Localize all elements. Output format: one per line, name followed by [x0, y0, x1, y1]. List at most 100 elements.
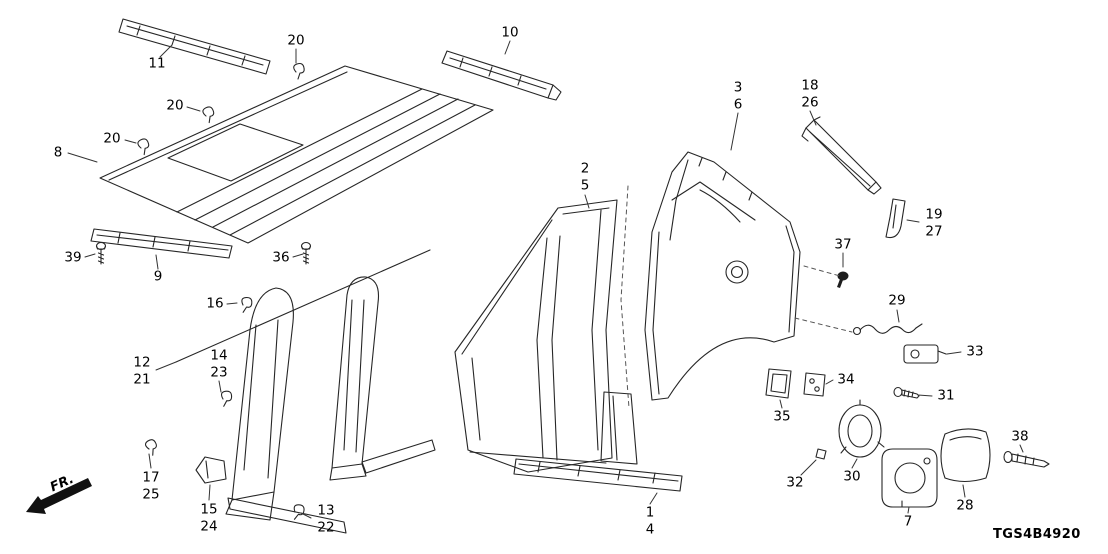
- inner-uniside: [175, 249, 436, 534]
- side-panel-outer: [454, 199, 618, 473]
- callout-17-25-label: 17: [142, 469, 160, 486]
- callout-16-label: 16: [206, 295, 224, 312]
- clip-32: [815, 448, 827, 460]
- callout-36: 36: [272, 250, 289, 267]
- callout-11-label: 11: [148, 55, 166, 72]
- callout-2-5-label: 2: [580, 160, 590, 177]
- callout-39-label: 39: [64, 249, 82, 266]
- callout-28: 28: [956, 498, 973, 515]
- callout-8: 8: [54, 145, 63, 162]
- callout-3-6-label: 6: [733, 96, 743, 112]
- callout-20-c: 20: [103, 131, 120, 148]
- group-dividers: [620, 185, 853, 409]
- front-roof-rail: [118, 18, 271, 75]
- callout-32: 32: [786, 475, 803, 492]
- callout-15-24-label: 24: [200, 518, 218, 534]
- clip-20-a: [293, 62, 305, 80]
- callout-29-label: 29: [888, 292, 906, 309]
- clip-14-23: [218, 389, 234, 408]
- callout-36-label: 36: [272, 249, 290, 266]
- callout-39: 39: [64, 250, 81, 267]
- callout-14-23-label: 23: [210, 364, 228, 380]
- callout-1-4-label: 4: [645, 521, 655, 537]
- callout-3-6-label: 3: [733, 79, 743, 96]
- roof-panel: [99, 65, 494, 244]
- callout-9: 9: [154, 269, 163, 286]
- callout-7-label: 7: [903, 513, 913, 530]
- clip-16: [238, 295, 254, 315]
- callout-20-a: 20: [287, 33, 304, 50]
- callout-13-22-label: 22: [317, 519, 335, 535]
- callout-15-24-label: 15: [200, 501, 218, 518]
- callout-30-label: 30: [843, 468, 861, 485]
- callout-35: 35: [773, 409, 790, 426]
- callout-37: 37: [834, 237, 851, 254]
- callout-9-label: 9: [153, 268, 163, 285]
- bolt-39: [95, 241, 107, 265]
- rear-rail-18-26: [801, 116, 882, 195]
- callout-28-label: 28: [956, 497, 974, 514]
- callout-12-21-label: 21: [133, 371, 151, 387]
- callout-37-label: 37: [834, 236, 852, 253]
- callout-35-label: 35: [773, 408, 791, 425]
- callout-33-label: 33: [966, 343, 984, 360]
- diagram-code: TGS4B4920: [993, 527, 1081, 542]
- center-pillar-sill: [513, 391, 683, 492]
- bracket-19-27: [885, 198, 906, 239]
- callout-2-5-label: 5: [580, 177, 590, 193]
- callout-30: 30: [843, 469, 860, 486]
- callout-18-26-label: 26: [801, 94, 819, 110]
- callout-16: 16: [206, 296, 223, 313]
- callout-34: 34: [837, 372, 854, 389]
- callout-1-4-label: 1: [645, 504, 655, 521]
- callout-13-22-label: 13: [317, 502, 335, 519]
- callout-19-27-label: 27: [925, 223, 943, 239]
- fr-arrow-icon: [26, 478, 92, 514]
- callout-20-b-label: 20: [166, 97, 184, 114]
- actuator-33: [903, 344, 947, 364]
- bolt-38: [1003, 450, 1050, 468]
- fuel-door-28: [940, 428, 991, 483]
- release-cable-29: [852, 323, 923, 336]
- rear-roof-rail: [90, 228, 233, 259]
- callout-34-label: 34: [837, 371, 855, 388]
- callout-10: 10: [501, 25, 518, 42]
- callout-20-a-label: 20: [287, 32, 305, 49]
- callout-14-23-label: 14: [210, 347, 228, 364]
- fuel-filler-housing-30: [838, 399, 885, 458]
- callout-20-b: 20: [166, 98, 183, 115]
- clip-17-25: [144, 438, 160, 457]
- callout-31: 31: [937, 388, 954, 405]
- callout-7: 7: [904, 514, 913, 531]
- callout-31-label: 31: [937, 387, 955, 404]
- fuel-base-7: [881, 448, 938, 508]
- callout-29: 29: [888, 293, 905, 310]
- sill-bracket-15-24: [195, 456, 227, 484]
- bracket-34: [803, 372, 826, 397]
- callout-33: 33: [966, 344, 983, 361]
- grommet-37: [837, 271, 849, 288]
- roof-rail-center: [441, 50, 562, 101]
- callout-10-label: 10: [501, 24, 519, 41]
- callout-38-label: 38: [1011, 428, 1029, 445]
- callout-12-21-label: 12: [133, 354, 151, 371]
- callout-32-label: 32: [786, 474, 804, 491]
- callout-20-c-label: 20: [103, 130, 121, 147]
- callout-11: 11: [148, 56, 165, 73]
- callout-19-27-label: 19: [925, 206, 943, 223]
- screw-31: [893, 386, 920, 399]
- quarter-panel: [644, 151, 801, 401]
- bolt-36: [300, 241, 312, 265]
- callout-18-26-label: 18: [801, 77, 819, 94]
